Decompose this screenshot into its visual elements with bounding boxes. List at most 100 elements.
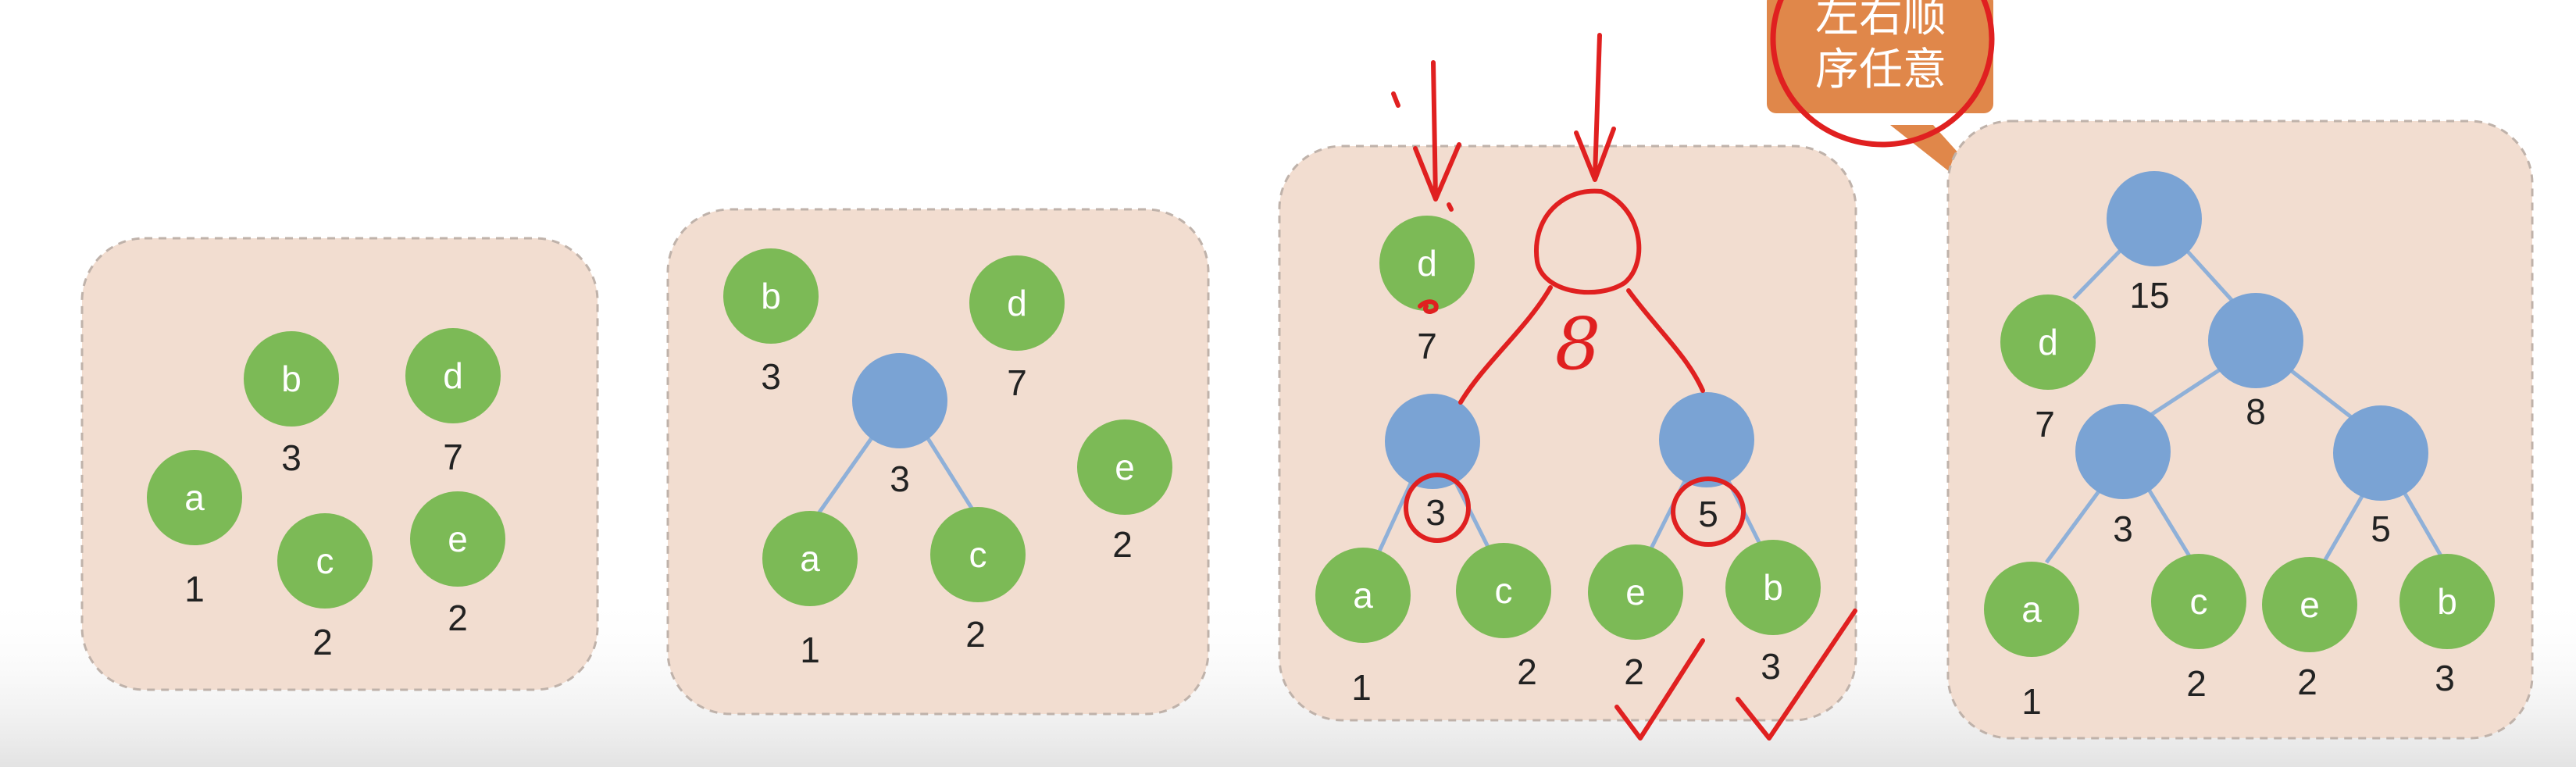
edge-5-e [2321,487,2369,564]
svg-text:d: d [1007,283,1027,323]
leaf-node-d: d [1379,216,1475,311]
internal-node-8 [2208,293,2303,388]
leaf-node-e: e [2262,557,2357,652]
weight-label-a: 1 [2021,681,2042,722]
weight-label-a: 1 [800,630,820,670]
weight-label-c: 2 [312,622,333,662]
callout-box [1767,0,1993,113]
edge-15-d [2072,241,2130,300]
drawn-edge-right [1626,288,1705,393]
leaf-node-a: a [1984,562,2079,657]
edge-8-3 [2139,363,2228,424]
panel-1-box [80,237,599,691]
weight-label-internal-3: 3 [2113,509,2133,549]
svg-text:e: e [1115,447,1135,487]
leaf-node-c: c [1456,543,1551,638]
leaf-node-c: c [930,507,1026,602]
weight-label-a: 1 [184,569,205,609]
arrow-down-to-d [1413,60,1461,202]
internal-node-5 [2333,405,2428,501]
tick-mark-dot [1447,202,1454,212]
arrow-down-to-new-node [1574,33,1616,182]
weight-label-b: 3 [2435,658,2455,698]
edge-3-c [1450,475,1494,556]
leaf-node-c: c [2151,554,2246,649]
leaf-node-e: e [1588,544,1683,640]
leaf-node-c: c [277,513,373,609]
svg-text:e: e [448,519,468,559]
edge-3-a [815,432,877,517]
handwritten-annotations: 8 [1391,33,1857,741]
weight-label-internal-5: 5 [1698,494,1718,534]
leaf-node-e: e [1077,419,1172,515]
svg-text:e: e [1625,572,1646,612]
handwritten-sum-8: 8 [1555,302,1601,386]
svg-text:a: a [800,538,820,579]
panel-2: b 3 d 7 e 2 3 a 1 c 2 [666,208,1210,716]
svg-text:a: a [184,477,205,518]
circle-around-5 [1671,477,1746,547]
callout-line-2: 序任意 [1815,45,1946,95]
svg-text:a: a [2021,589,2042,630]
drawn-new-node-circle [1533,188,1642,295]
scribble-under-d [1418,299,1439,314]
panel-3: d 7 3 5 a 1 c 2 e 2 b 3 [1278,33,1857,741]
edge-3-c [2146,487,2196,564]
leaf-node-d: d [969,255,1065,351]
leaf-node-d: d [2000,294,2096,390]
svg-text:e: e [2299,584,2320,625]
edge-8-5 [2283,364,2359,423]
leaf-node-a: a [762,511,858,606]
internal-node-3 [2075,404,2171,499]
svg-text:c: c [316,541,334,581]
weight-label-b: 3 [1761,646,1781,687]
svg-text:c: c [1495,570,1513,611]
weight-label-c: 2 [2186,663,2207,704]
edge-3-a [1375,475,1416,556]
callout-red-circle [1770,0,1995,148]
svg-text:a: a [1353,575,1373,616]
edge-5-b [2399,487,2447,564]
weight-label-d: 7 [1007,362,1027,403]
tick-mark [1391,91,1400,108]
weight-label-internal-3: 3 [1425,492,1446,533]
leaf-node-e: e [410,491,505,587]
weight-label-d: 7 [1417,326,1437,366]
leaf-node-a: a [1315,548,1411,643]
internal-node-3 [852,353,947,448]
leaf-node-d: d [405,328,501,423]
svg-text:b: b [2437,581,2457,622]
leaf-node-b: b [723,248,819,344]
weight-label-e: 2 [2297,662,2317,702]
leaf-node-b: b [1725,540,1821,635]
weight-label-internal-15: 15 [2129,275,2169,316]
internal-node-5 [1659,392,1754,487]
leaf-node-b: b [2399,554,2495,649]
weight-label-e: 2 [448,598,468,638]
weight-label-d: 7 [443,437,463,477]
leaf-node-b: b [244,331,339,427]
svg-text:b: b [761,276,781,316]
internal-node-15 [2107,171,2202,266]
checkmark-e [1614,638,1705,741]
checkmark-b [1736,609,1857,741]
weight-label-internal-5: 5 [2371,509,2391,549]
svg-text:d: d [2038,322,2058,362]
panel-4: 15 d 7 8 3 5 a 1 c 2 e [1946,120,2534,740]
weight-label-b: 3 [281,437,301,478]
svg-text:c: c [969,534,987,575]
weight-label-internal-8: 8 [2246,391,2266,432]
weight-label-c: 2 [965,614,986,655]
internal-node-3 [1385,394,1480,489]
drawn-edge-left [1458,285,1553,405]
panel-1: b 3 d 7 a 1 c 2 e 2 [80,237,599,691]
svg-text:d: d [1417,243,1437,284]
weight-label-d: 7 [2035,404,2055,444]
weight-label-a: 1 [1351,667,1372,708]
weight-label-e: 2 [1112,524,1133,565]
svg-text:b: b [281,359,301,399]
circle-around-3 [1404,473,1471,543]
leaf-node-a: a [147,450,242,545]
